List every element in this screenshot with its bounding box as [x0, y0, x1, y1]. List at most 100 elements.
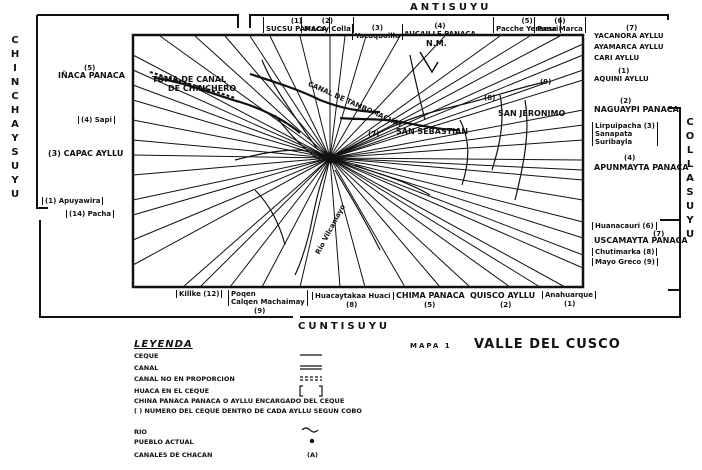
ceque-line: [329, 157, 584, 161]
ceque-line: [329, 157, 584, 181]
ceque-line: [329, 139, 584, 159]
ceque-line: [159, 35, 331, 159]
ceque-line: [329, 35, 346, 159]
ceque-line: [329, 157, 566, 288]
inaca-num: (5): [84, 64, 96, 72]
de-chinchero: DE CHINCHERO: [168, 84, 237, 93]
ceque-line: [132, 157, 331, 266]
num: (5): [521, 17, 533, 25]
uscamayta-num: (7): [653, 230, 665, 238]
ceque-line: [132, 69, 331, 159]
top-label-2: (2)Macay Colla: [301, 17, 354, 33]
ceque-line: [329, 109, 584, 159]
ceque-line: [329, 157, 341, 288]
huacaytakaa-num: (8): [346, 301, 358, 309]
num: (6): [554, 17, 566, 25]
anahuarque-num: (1): [564, 300, 576, 308]
ceque-line: [132, 157, 331, 241]
right-num-7: (7): [626, 24, 638, 32]
map-number: MAPA 1: [410, 342, 452, 350]
san-jeronimo: SAN JERONIMO: [498, 109, 566, 118]
ceque-line: [329, 157, 511, 288]
ceque-line: [269, 35, 331, 159]
sapi: (4) Sapi: [78, 116, 115, 124]
top-label-1: (1)SUCSU PANACA: [263, 17, 330, 33]
ceque-line: [329, 157, 441, 288]
suribayla: Suribayla: [595, 138, 633, 146]
ceque-line: [329, 43, 584, 159]
legend-item: CANAL: [134, 364, 159, 372]
aquini-num: (1): [618, 67, 630, 75]
uscamayta-panaca: USCAMAYTA PANACA: [594, 236, 688, 245]
ceque-line: [132, 139, 331, 159]
ceque-line: [132, 157, 331, 201]
ceque-line: [329, 157, 584, 223]
map-num-9: (9): [540, 78, 552, 86]
ceque-line: [132, 157, 331, 176]
ceque-line: [329, 35, 561, 159]
legend-item: CANAL NO EN PROPORCION: [134, 375, 235, 383]
poqen-box: Poqen Calqen Machaimay: [228, 290, 308, 306]
ceque-line: [194, 35, 331, 159]
killke: Killke (12): [176, 290, 223, 298]
yacanora-ayllu: YACANORA AYLLU: [594, 32, 664, 40]
naguaypi-panaca: NAGUAYPI PANACA: [594, 105, 679, 114]
north-marker: N.M.: [426, 39, 447, 48]
name: Pacche Yeraesri: [496, 25, 559, 33]
legend-title: LEYENDA: [134, 339, 193, 350]
quisco-ayllu: QUISCO AYLLU: [470, 291, 536, 300]
ceque-line: [329, 35, 446, 159]
inaca-panaca: IÑACA PANACA: [58, 71, 125, 80]
name: AUCAILLE PANACA: [404, 30, 476, 38]
ceque-line: [329, 157, 366, 288]
chima-num: (5): [424, 301, 436, 309]
cari-ayllu: CARI AYLLU: [594, 54, 640, 62]
map-title: VALLE DEL CUSCO: [474, 337, 621, 352]
sanapata: Sanapata: [595, 130, 633, 138]
ceque-line: [329, 124, 584, 159]
ceque-line: [329, 54, 584, 159]
ceque-line: [329, 35, 531, 159]
ceque-line: [132, 154, 331, 159]
ceque-line: [329, 157, 584, 201]
ceque-line: [329, 35, 367, 159]
ceque-line: [132, 99, 331, 159]
ceque-line: [182, 157, 331, 288]
ceque-line: [224, 35, 331, 159]
huanacauri: Huanacauri (6): [592, 222, 657, 230]
chutimarka: Chutimarka (8): [592, 248, 658, 256]
top-label-5: (5)Pacche Yeraesri: [493, 17, 562, 33]
cuntisuyu-label: CUNTISUYU: [298, 321, 391, 332]
num: (1): [290, 17, 303, 25]
ceque-line: [132, 157, 331, 216]
map-num-7: (7): [368, 130, 380, 138]
name: Pana Marca: [537, 25, 583, 33]
ceque-line: [299, 157, 331, 288]
top-label-3: (3)Yacaquoillo: [352, 24, 403, 40]
name: Macay Colla: [304, 25, 351, 33]
ceque-line: [132, 84, 331, 159]
ceque-line: [329, 157, 541, 288]
num: (2): [321, 17, 334, 25]
san-sebastian: SAN SEBASTIAN: [396, 127, 469, 136]
num: (3): [371, 24, 384, 32]
map-num-8: (8): [484, 94, 496, 102]
poqen: Poqen: [231, 290, 256, 298]
legend-item: CANALES DE CHACAN: [134, 451, 213, 459]
ceque-line: [329, 35, 501, 159]
legend-item: CHINA PANACA PANACA O AYLLU ENCARGADO DE…: [134, 397, 345, 405]
ceque-line: [199, 157, 331, 288]
pacha: (14) Pacha: [66, 210, 115, 218]
ceque-line: [329, 157, 406, 288]
mayo-greco: Mayo Greco (9): [592, 258, 658, 266]
lirpui: Lirpuipacha (3): [595, 122, 656, 130]
ceque-line: [132, 119, 331, 159]
top-label-6: (6)Pana Marca: [534, 17, 586, 33]
apuyawira: (1) Apuyawira: [42, 197, 104, 205]
legend-item: RIO: [134, 428, 147, 436]
ceque-line: [329, 157, 584, 269]
calqen-num: (9): [254, 307, 266, 315]
ceque-line: [261, 157, 331, 288]
ceque-line: [329, 157, 584, 171]
